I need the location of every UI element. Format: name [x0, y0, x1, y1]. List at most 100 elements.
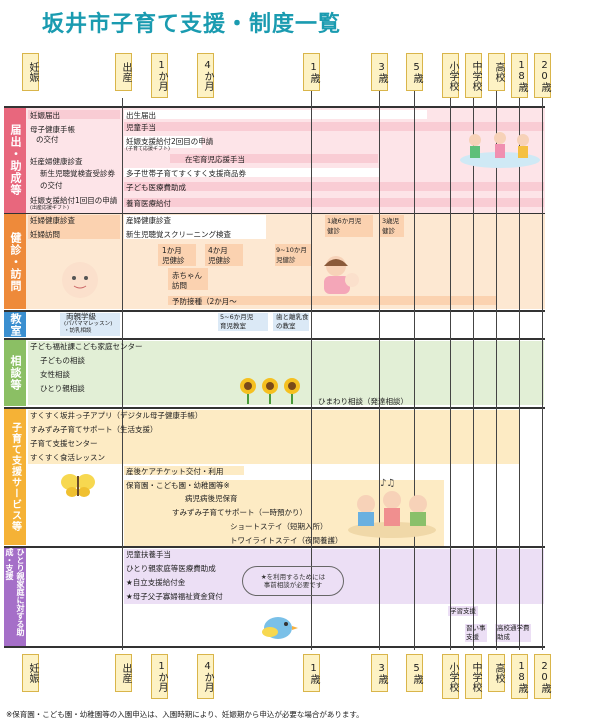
women-consult-label: 女性相談 — [40, 370, 70, 379]
four-month-checkup: 4か月 — [208, 246, 228, 255]
support-center-label: 子育て支援センター — [30, 439, 98, 448]
bar — [273, 313, 309, 331]
handbook-label-2: の交付 — [36, 135, 59, 144]
mother-baby-illustration — [324, 256, 359, 294]
bottom-axis-5year: 5歳 — [406, 654, 423, 692]
bar — [28, 341, 544, 405]
timeline-20 — [542, 98, 543, 650]
food-lesson-label: すくすく食活レッスン — [30, 453, 105, 462]
bottom-axis-high: 高校 — [488, 654, 505, 692]
high-school-commute-label: 高校通学費 — [497, 624, 530, 632]
axis-20: 20歳 — [534, 53, 551, 98]
page-title: 坂井市子育て支援・制度一覧 — [42, 12, 342, 37]
bar — [124, 466, 244, 475]
axis-high: 高校 — [488, 53, 505, 91]
newborn-hearing-voucher-label: 新生児聴覚検査受診券 — [40, 169, 115, 178]
nine-month-checkup-2: 児健診 — [276, 256, 296, 264]
music-children-illustration: ♪♫ — [348, 478, 436, 538]
parent-class-label-3: ・訪乳相談 — [64, 328, 92, 334]
infant-class-label: 5~6か月児 — [220, 313, 254, 321]
pregnancy-support2-label: 妊娠支援給付2回目の申請 — [126, 137, 214, 146]
bottom-axis-4month: 4か月 — [197, 654, 214, 699]
bar — [170, 154, 378, 163]
timeline-1year — [311, 91, 312, 650]
child-consult-label: 子どもの相談 — [40, 356, 85, 365]
axis-3year: 3歳 — [371, 53, 388, 91]
eighteen-month-checkup: 1歳6か月児 — [327, 217, 362, 225]
bar — [158, 244, 196, 266]
bottom-axis-20: 20歳 — [534, 654, 551, 699]
three-year-checkup-2: 健診 — [382, 227, 395, 235]
postpartum-checkup-label: 産婦健康診査 — [126, 216, 171, 225]
timeline-5year — [414, 91, 415, 650]
child-allowance-label: 児童手当 — [126, 123, 156, 132]
timeline-elementary — [450, 98, 451, 650]
study-support-label: 学習支援 — [450, 607, 476, 615]
himawari-consult-label: ひまわり相談（発達相談） — [318, 397, 408, 406]
baby-illustration — [62, 262, 98, 298]
category-services: 子育て支援サービス等 — [4, 409, 26, 545]
three-year-checkup: 3歳児 — [382, 217, 400, 225]
newborn-hearing-label: 新生児聴覚スクリーニング検査 — [126, 230, 231, 239]
prior-consult-note: ★を利用するためには 事前相談が必要です — [242, 566, 344, 596]
postnatal-ticket-label: 産後ケアチケット交付・利用 — [126, 467, 224, 476]
bar — [495, 624, 531, 642]
four-month-checkup-2: 児健診 — [208, 256, 231, 265]
multi-child-label: 多子世帯子育てすくすく支援商品券 — [126, 169, 246, 178]
axis-1month: 1か月 — [151, 53, 168, 98]
single-consult-label: ひとり親相談 — [40, 384, 85, 393]
bar — [124, 110, 427, 119]
timeline-birth — [122, 98, 123, 650]
parent-class-label-2: (パパママレッスン) — [64, 321, 113, 327]
bar — [380, 215, 404, 237]
child-support-label: 児童扶養手当 — [126, 550, 171, 559]
prior-consult-note-2: 事前相談が必要です — [263, 581, 323, 589]
row-separator — [4, 213, 545, 214]
bar — [448, 606, 478, 616]
bar — [465, 624, 487, 642]
sunflower-illustration — [240, 378, 300, 404]
newborn-hearing-voucher-label-2: の交付 — [40, 181, 63, 190]
axis-4month: 4か月 — [197, 53, 214, 98]
pregnancy-support2-note: (子育て応援ギフト) — [126, 146, 170, 152]
axis-elementary: 小学校 — [442, 53, 459, 98]
children-illustration — [460, 132, 540, 168]
bottom-axis-3year: 3歳 — [371, 654, 388, 692]
eighteen-month-checkup-2: 健診 — [327, 227, 340, 235]
handbook-label: 母子健康手帳 — [30, 125, 75, 134]
sumizumi-label: すみずみ子育てサポート（生活支援） — [30, 425, 158, 434]
bottom-axis-pregnancy: 妊娠 — [22, 654, 39, 692]
maternal-visit-label: 妊婦訪問 — [30, 230, 60, 239]
bottom-axis-junior: 中学校 — [465, 654, 482, 699]
maternal-checkup-label: 妊婦健康診査 — [30, 216, 75, 225]
row-separator — [4, 338, 545, 340]
twilight-label: トワイライトステイ（夜間養護） — [230, 536, 343, 545]
nurture-medical-label: 養育医療給付 — [126, 199, 171, 208]
short-stay-label: ショートステイ（短期入所） — [230, 522, 328, 531]
bar — [218, 313, 268, 331]
timeline-high — [496, 91, 497, 650]
bar — [124, 182, 544, 191]
high-school-commute-label-2: 助成 — [497, 633, 510, 641]
nursery-label: 保育園・こども園・幼稚園等※ — [126, 481, 230, 490]
category-birth: 届出・助成等 — [4, 107, 26, 213]
nine-month-checkup: 9~10か月 — [276, 246, 307, 254]
timeline-3year — [379, 91, 380, 650]
bar — [124, 198, 544, 207]
bar — [168, 268, 208, 290]
checkup-voucher-label: 妊産婦健康診査 — [30, 157, 83, 166]
home-childcare-label: 在宅育児応援手当 — [185, 155, 245, 164]
bar — [28, 215, 120, 239]
pregnancy-support-note: (出産応援ギフト) — [30, 205, 69, 211]
bar — [28, 410, 520, 464]
independence-label: ★自立支援給付金 — [126, 578, 186, 587]
category-class: 教室 — [4, 312, 26, 337]
axis-birth: 出産 — [115, 53, 132, 91]
pregnancy-support-label: 妊娠支援給付1回目の申請 — [30, 196, 118, 205]
butterfly-illustration — [61, 474, 95, 497]
bar — [275, 244, 311, 266]
timeline-18 — [519, 98, 520, 650]
bar — [28, 110, 120, 119]
app-label: すくすく坂井っ子アプリ（デジタル母子健康手帳） — [30, 411, 203, 420]
baby-visit-label: 赤ちゃん — [172, 271, 202, 280]
